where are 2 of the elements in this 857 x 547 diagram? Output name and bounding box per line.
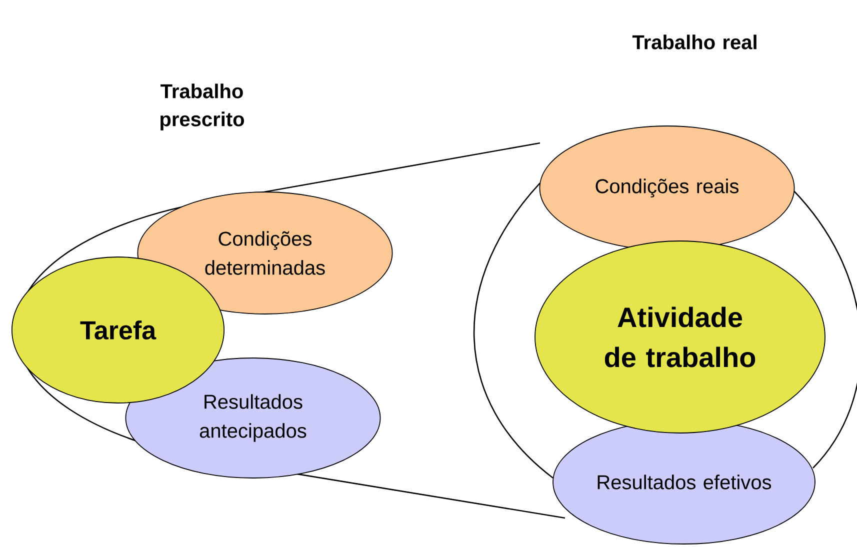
heading: Trabalho prescrito (160, 84, 244, 130)
heading: Trabalho real (632, 34, 756, 50)
